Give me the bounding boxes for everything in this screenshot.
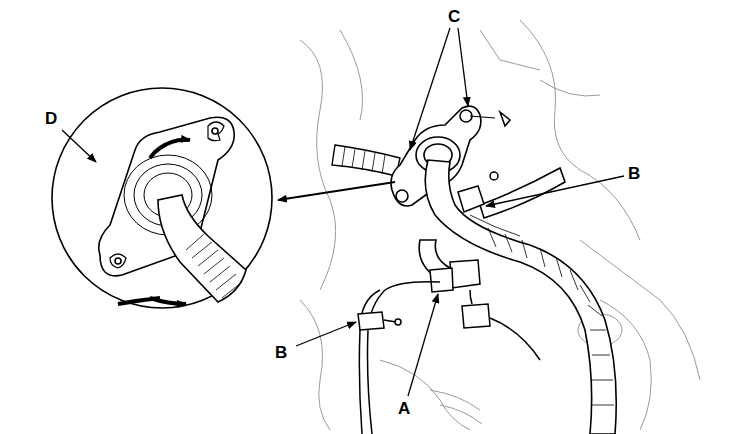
illustration-line: [186, 234, 242, 298]
illustration-line: [490, 172, 498, 180]
harness-clip: [458, 172, 498, 212]
callout-letter: B: [628, 165, 640, 182]
illustration-line: [450, 260, 480, 288]
callout-letter: A: [398, 400, 410, 417]
illustration-line: [150, 148, 160, 158]
illustration-line: [384, 320, 396, 322]
detail-circle: [52, 88, 272, 308]
illustration-line: [359, 290, 380, 434]
illustration-line: [520, 20, 640, 240]
illustration-line: [62, 130, 96, 162]
illustration-line: [430, 268, 453, 292]
illustration-line: [342, 147, 385, 174]
illustration-line: [380, 360, 470, 430]
wire-harness: [419, 160, 616, 434]
illustration-line: [410, 28, 450, 150]
illustration-line: [458, 28, 468, 106]
illustration-line: [500, 112, 510, 126]
illustration-line: [52, 88, 272, 308]
illustration-line: [110, 254, 126, 268]
illustration-line: [540, 80, 600, 96]
illustration-line: [486, 176, 624, 206]
illustration-line: [332, 145, 400, 176]
illustration-line: [425, 160, 616, 434]
callout-letter: C: [448, 8, 460, 25]
leader-line: [62, 28, 624, 396]
illustration-line: [340, 30, 363, 120]
illustration-line: [480, 168, 565, 218]
illustration-line: [358, 312, 384, 330]
illustration-line: [395, 319, 401, 325]
connector: [430, 260, 540, 360]
illustration-line: [458, 186, 484, 212]
illustration-line: [430, 390, 482, 424]
illustration-line: [462, 304, 490, 328]
illustration-line: [300, 40, 336, 290]
illustration-line: [408, 294, 438, 396]
illustration-line: [470, 290, 472, 304]
illustration-line: [150, 298, 186, 304]
sensor-wire: [358, 282, 440, 434]
callout-letter: B: [275, 344, 287, 361]
illustration-line: [396, 190, 408, 202]
illustration-line: [212, 128, 218, 134]
illustration-line: [115, 258, 121, 264]
illustration-line: [480, 30, 540, 70]
illustration-line: [278, 182, 395, 200]
illustration-line: [470, 116, 495, 118]
illustration-line: [296, 322, 356, 346]
illustration-line: [368, 282, 441, 434]
illustration-line: [470, 215, 614, 405]
illustration-line: [160, 140, 190, 148]
illustration-line: [208, 122, 224, 141]
hose: [332, 145, 400, 176]
illustration-line: [158, 195, 246, 302]
illustration-line: [300, 300, 330, 430]
illustration-line: [490, 318, 540, 360]
callout-letter: D: [45, 110, 57, 127]
